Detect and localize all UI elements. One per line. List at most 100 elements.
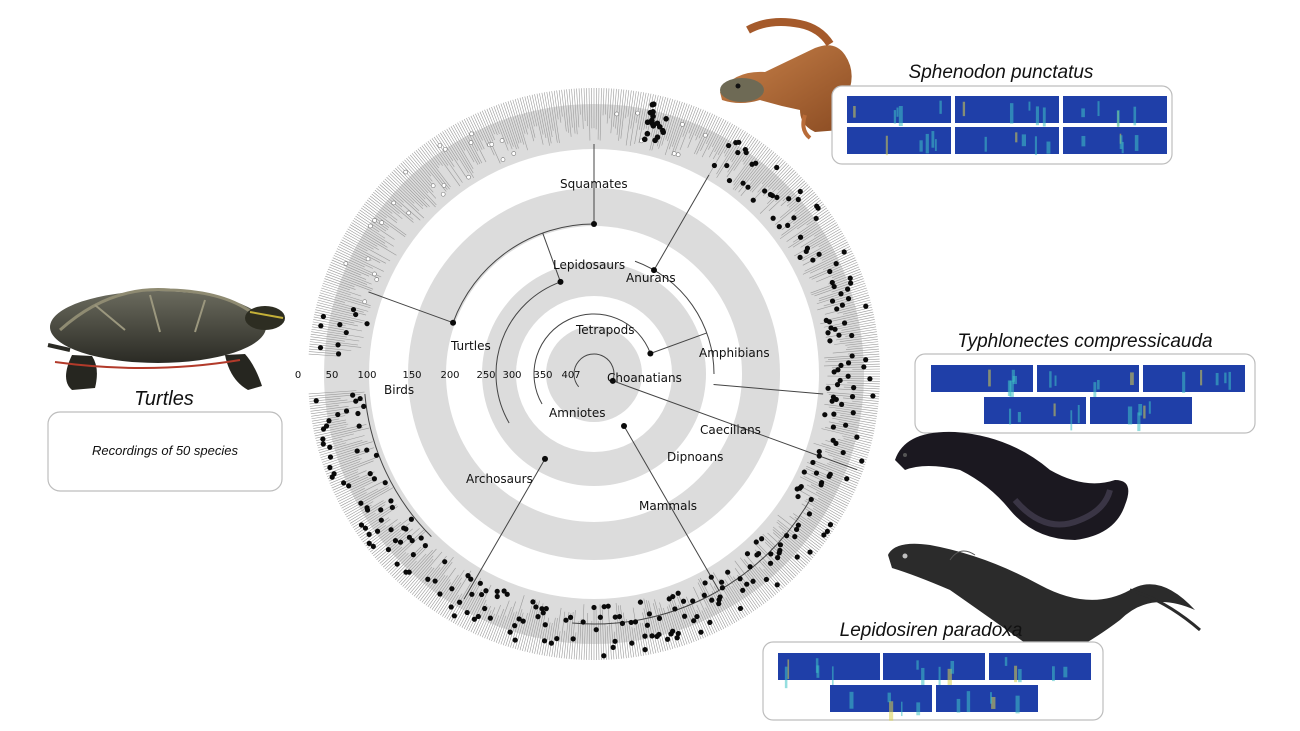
tip-branch (556, 90, 562, 123)
tip-dot (601, 653, 607, 659)
tip-dot (839, 302, 846, 308)
tip-branch (586, 613, 589, 660)
tip-dot (724, 162, 730, 169)
tip-branch (746, 569, 771, 600)
spectrogram-signal (988, 369, 991, 387)
tip-dot (835, 367, 841, 373)
tip-branch (553, 607, 562, 658)
tip-branch (502, 102, 519, 149)
tip-branch (583, 88, 586, 122)
tip-dot (698, 629, 704, 635)
tip-branch (381, 182, 404, 203)
tip-dot (646, 611, 652, 617)
turtle-panel: Turtles Recordings of 50 species (47, 288, 285, 492)
node-dot (647, 350, 654, 357)
tip-branch (310, 333, 360, 342)
tip-dot (326, 418, 332, 424)
tip-branch (604, 623, 607, 660)
tip-dot (530, 599, 536, 605)
tip-branch (844, 297, 870, 305)
tip-dot (736, 139, 742, 145)
tip-dot (803, 248, 809, 255)
tip-branch (314, 311, 363, 323)
tip-branch (553, 90, 559, 120)
tip-branch (828, 356, 880, 360)
tip-dot (343, 329, 349, 336)
spectrogram-signal (1097, 101, 1100, 117)
tip-branch (797, 207, 828, 230)
tip-branch (764, 538, 800, 573)
tip-dot (847, 275, 853, 281)
tip-branch (433, 574, 459, 612)
spectrogram-signal (956, 698, 961, 713)
tip-branch (734, 560, 767, 603)
tip-branch (635, 91, 642, 124)
tip-branch (382, 529, 425, 568)
tip-branch (728, 574, 755, 612)
tip-branch (794, 516, 828, 541)
tip-branch (406, 157, 431, 187)
tip-dot (632, 619, 639, 625)
tip-branch (381, 546, 403, 566)
tip-branch (751, 564, 777, 595)
tip-branch (343, 487, 390, 513)
tip-branch (805, 498, 841, 520)
spectrogram-signal (1200, 369, 1203, 386)
tip-dot (845, 360, 852, 366)
tip-branch (821, 428, 873, 442)
tip-dot (719, 585, 726, 591)
tip-branch (804, 500, 840, 522)
tip-branch (606, 626, 610, 660)
spectrogram-signal (1077, 404, 1080, 424)
tip-dot (674, 635, 680, 641)
tip-dot (826, 473, 832, 479)
tip-branch (803, 475, 852, 500)
caecilian-photo-icon (895, 431, 1129, 540)
tip-branch (442, 570, 472, 617)
tip-branch (321, 449, 361, 463)
tip-dot (777, 542, 784, 548)
tip-branch (834, 338, 878, 345)
tip-dot (406, 534, 412, 540)
tip-dot (716, 601, 722, 607)
tip-dot (827, 522, 834, 528)
branch-arc (452, 223, 595, 323)
tip-dot (774, 582, 780, 588)
spectrogram-signal (1081, 108, 1085, 118)
tip-branch (648, 600, 662, 653)
tip-branch (507, 595, 525, 647)
tip-branch (777, 171, 797, 191)
tip-branch (495, 105, 513, 150)
node-dot (542, 455, 548, 462)
spectrogram-signal (1097, 379, 1100, 390)
tip-branch (402, 161, 437, 199)
tip-dot (597, 614, 603, 620)
tip-branch (339, 243, 372, 261)
tip-branch (568, 611, 574, 659)
spectrogram-signal (990, 692, 992, 704)
spectrogram-signal (1215, 372, 1219, 386)
branch-arc (364, 394, 432, 537)
tip-dot (317, 345, 324, 351)
spectrogram-signal (1133, 106, 1137, 126)
spectrogram-signal (889, 701, 894, 721)
tip-dot (821, 532, 827, 538)
tip-branch (322, 282, 362, 297)
spectrogram-tile (778, 653, 880, 680)
tip-dot (388, 527, 394, 533)
spectrogram-signal (984, 136, 987, 152)
tip-branch (817, 294, 870, 311)
tip-branch (701, 610, 713, 635)
tip-branch (341, 239, 386, 264)
tip-dot-open (372, 271, 377, 277)
tip-branch (835, 333, 878, 341)
tip-branch (818, 480, 853, 498)
tip-branch (610, 88, 615, 134)
spectrogram-signal (1093, 382, 1097, 401)
tip-branch (368, 197, 398, 221)
tip-dot (388, 498, 394, 504)
tip-branch (694, 113, 713, 155)
tip-dot (828, 325, 834, 331)
tip-branch (351, 222, 386, 244)
tip-branch (775, 176, 802, 202)
